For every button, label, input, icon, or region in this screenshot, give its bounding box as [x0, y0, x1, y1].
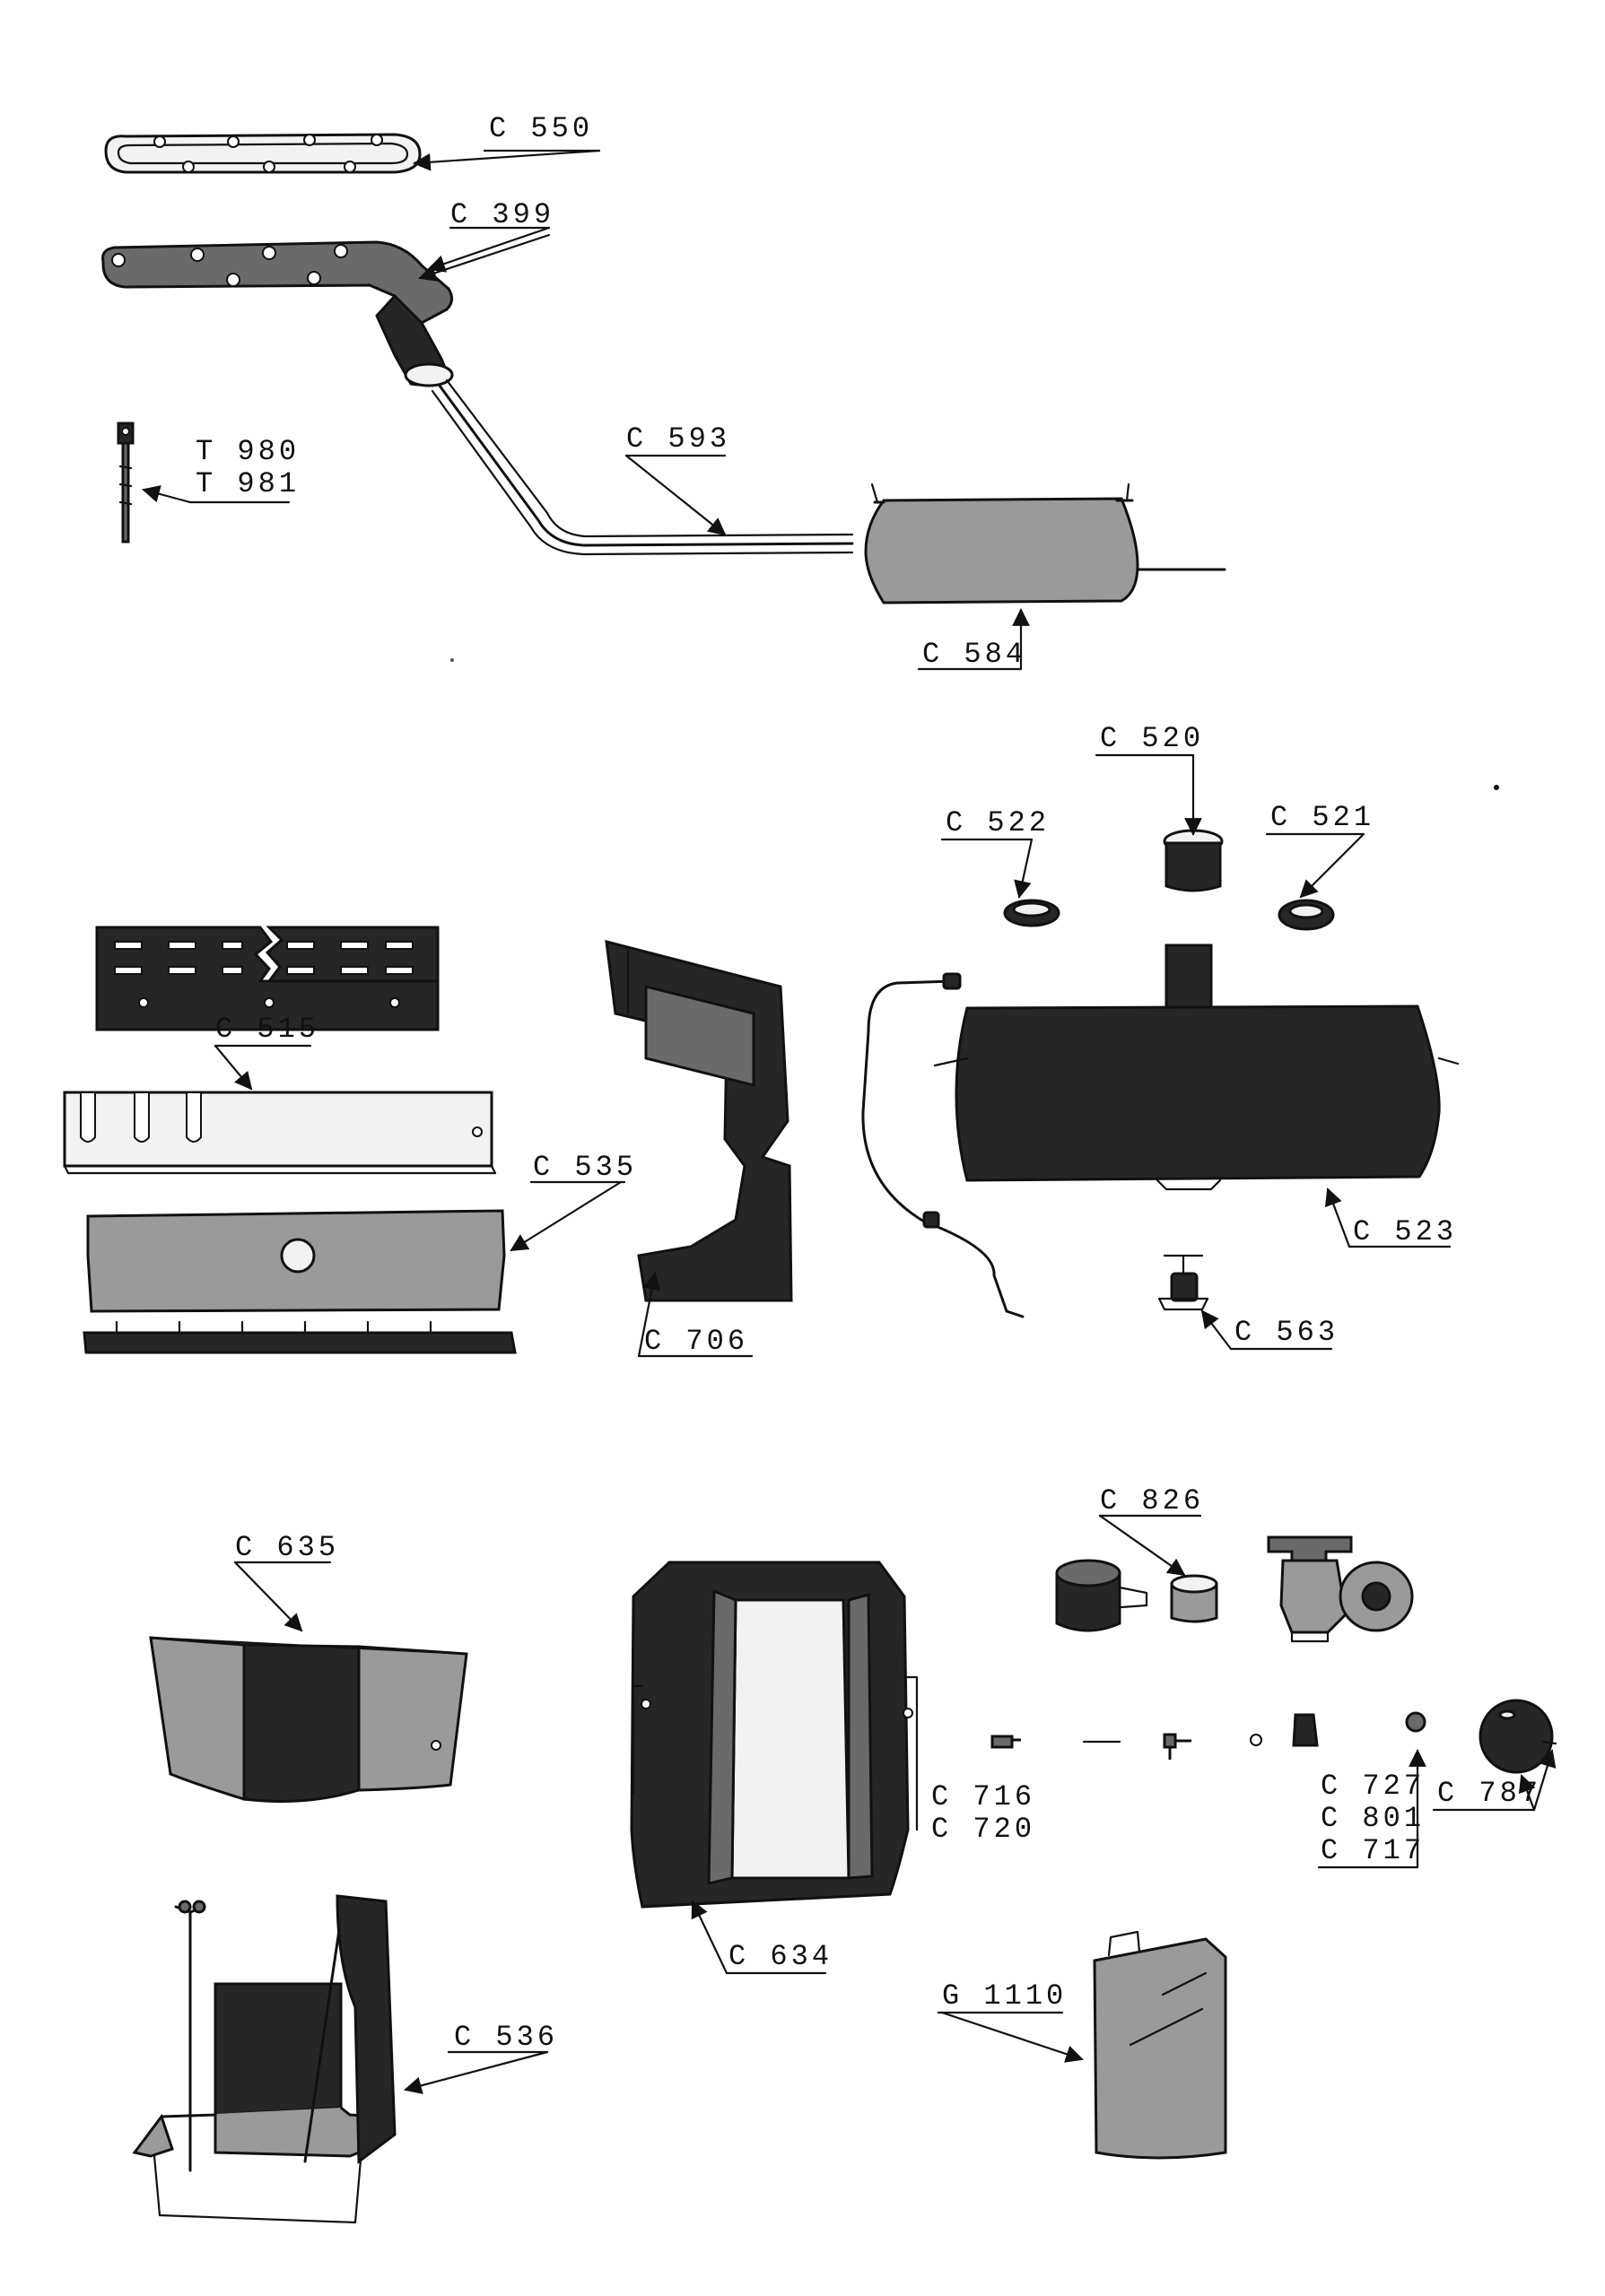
ball-c787: [1479, 1699, 1557, 1774]
label-c536: C 536: [454, 2021, 558, 2054]
label-c535: C 535: [533, 1151, 637, 1184]
oil-can-g1110: [1093, 1930, 1227, 2160]
fuel-line: [861, 972, 1025, 1318]
label-c522: C 522: [946, 806, 1050, 839]
tap-c563: [1157, 1254, 1209, 1311]
heat-shield-c515: [63, 1091, 497, 1175]
tunnel-c634: [630, 1561, 919, 1909]
label-t980: T 980: [196, 435, 300, 468]
label-c787: C 787: [1437, 1777, 1541, 1810]
side-panel-c706: [605, 939, 793, 1302]
label-c716: C 716: [931, 1780, 1035, 1813]
label-c634: C 634: [728, 1940, 833, 1973]
label-c584: C 584: [922, 638, 1026, 671]
leader-lines: [142, 149, 1557, 2094]
label-c826: C 826: [1100, 1484, 1204, 1518]
label-c521: C 521: [1270, 801, 1374, 834]
label-c801: C 801: [1321, 1802, 1425, 1835]
exhaust-manifold-c399: [101, 240, 454, 387]
label-c635: C 635: [235, 1531, 339, 1564]
battery-tray-c536: [132, 1894, 397, 2224]
label-c593: C 593: [626, 422, 730, 456]
label-g1110: G 1110: [942, 1979, 1067, 2013]
label-t981: T 981: [196, 467, 300, 500]
cap-c826: [1170, 1574, 1218, 1623]
silencer-c584: [864, 483, 1226, 604]
ring-c521: [1278, 899, 1335, 931]
label-c523: C 523: [1353, 1215, 1457, 1248]
exhaust-pipe-c593: [431, 378, 854, 556]
ring-c522: [1003, 899, 1060, 927]
fuel-tank-c523: [933, 944, 1460, 1191]
gasket-c550: [104, 133, 422, 174]
bolt-t980-t981: [117, 422, 135, 544]
label-c720: C 720: [931, 1813, 1035, 1846]
label-c727: C 727: [1321, 1770, 1425, 1803]
label-c550: C 550: [489, 112, 593, 145]
distributor-c826: [1055, 1559, 1148, 1632]
label-c399: C 399: [450, 198, 554, 231]
label-c515: C 515: [215, 1013, 319, 1046]
label-c563: C 563: [1234, 1316, 1339, 1349]
scan-specks: [450, 658, 1499, 790]
carburettor: [1267, 1535, 1414, 1643]
label-c706: C 706: [644, 1325, 748, 1358]
splash-plate-c535: [83, 1209, 517, 1354]
small-parts-row: [990, 1711, 1426, 1760]
tray-c635: [149, 1636, 468, 1803]
label-c520: C 520: [1100, 722, 1204, 755]
part-labels: C 550 C 399 T 980 T 981 C 593 C 584 C 52…: [196, 112, 1541, 2054]
gasket-strip: [95, 926, 440, 1031]
label-c717: C 717: [1321, 1834, 1425, 1867]
filler-cap-c520: [1163, 829, 1224, 892]
